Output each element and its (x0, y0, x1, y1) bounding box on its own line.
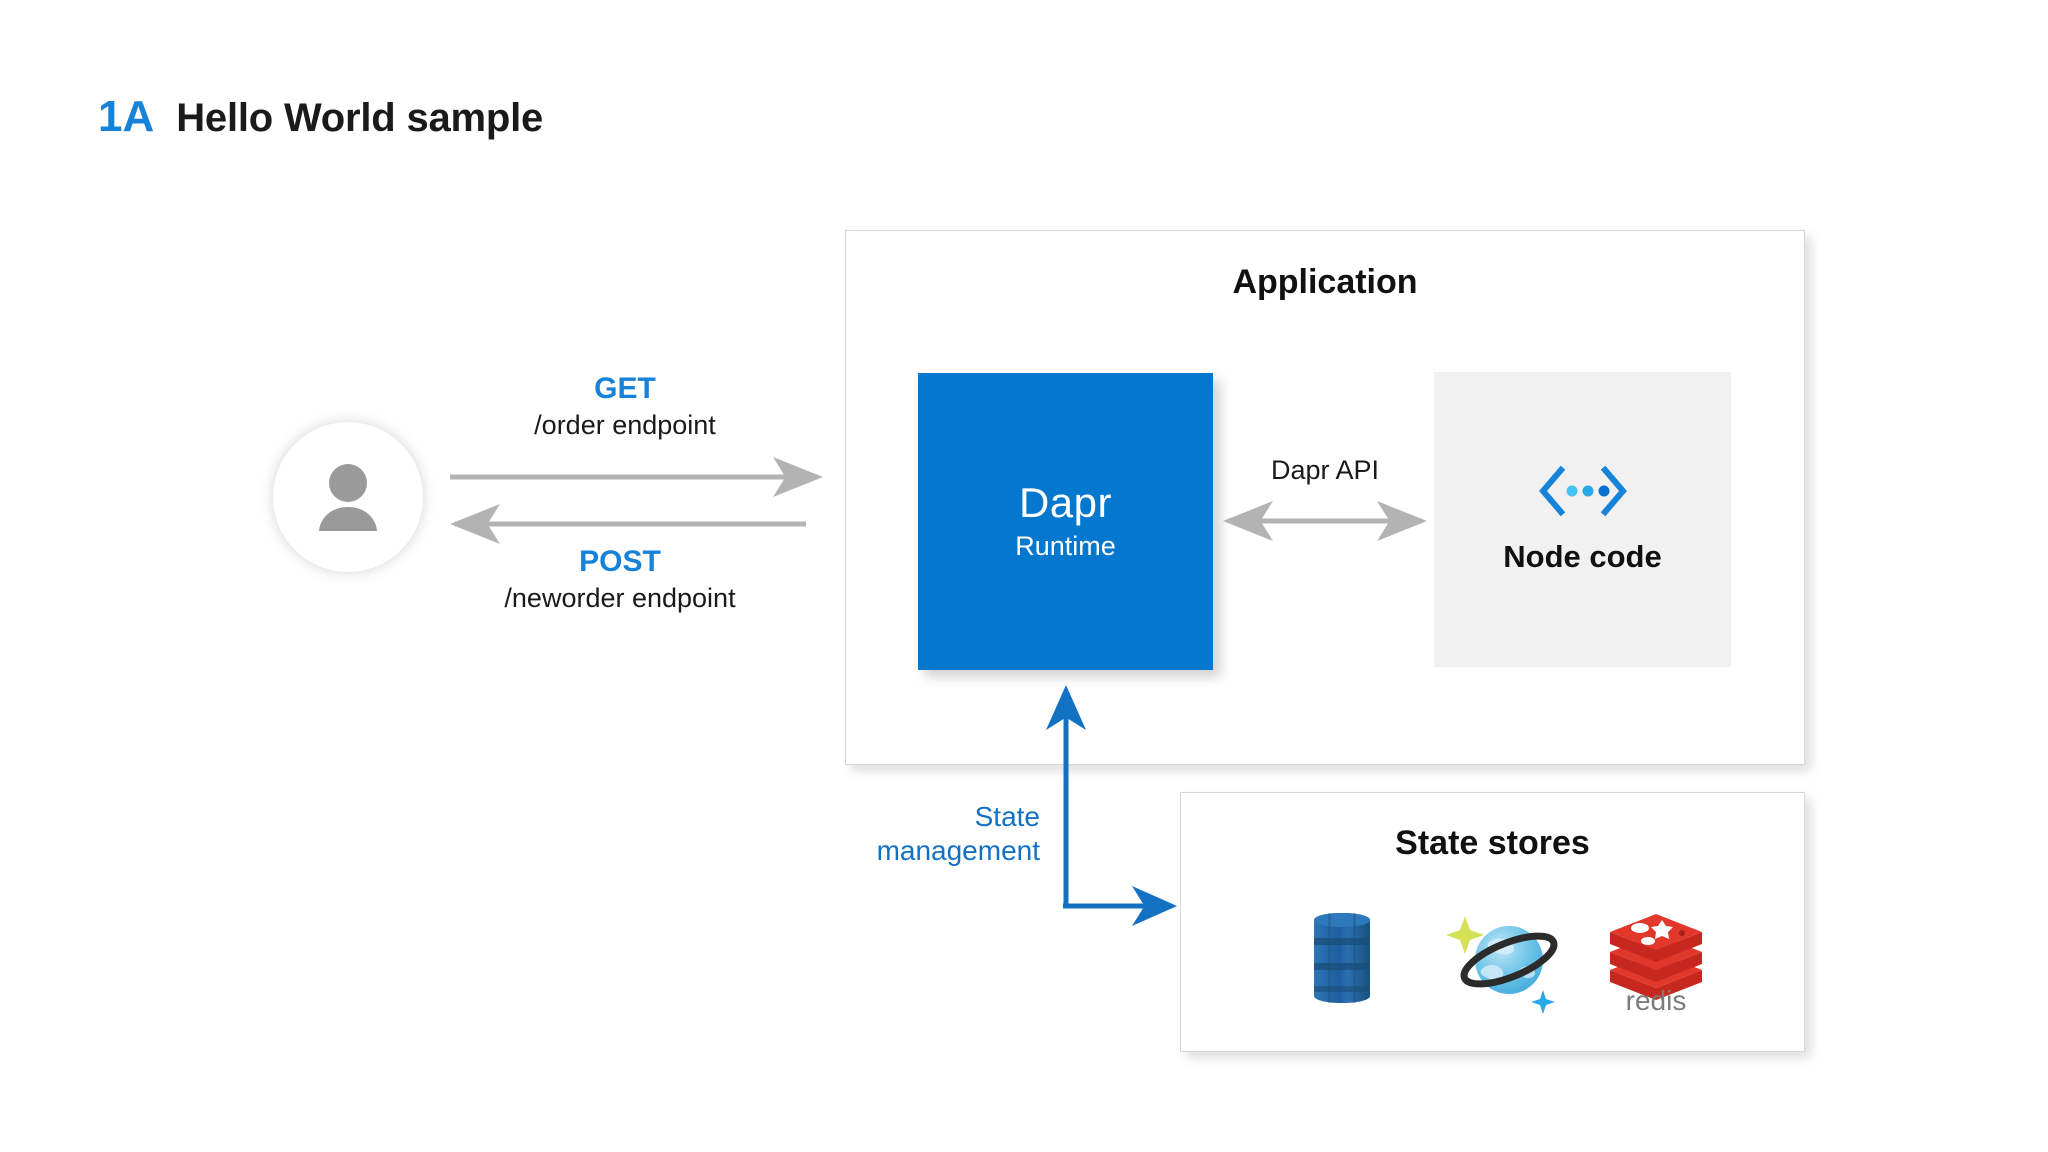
redis-icon: redis (1610, 914, 1702, 1016)
svg-text:redis: redis (1626, 985, 1687, 1016)
dapr-title: Dapr (1018, 478, 1113, 526)
state-store-item (1437, 895, 1567, 1020)
state-management-line2: management (876, 834, 1040, 866)
state-store-item: redis (1591, 893, 1721, 1023)
dapr-api-label: Dapr API (1270, 455, 1380, 485)
node-code-box: Node code (1434, 372, 1731, 667)
get-request-label: GET /order endpoint (450, 370, 800, 443)
get-path: /order endpoint (534, 410, 716, 441)
state-stores-container: State stores (1180, 792, 1805, 1052)
application-title: Application (1232, 263, 1418, 301)
state-management-label: State management (790, 800, 1040, 867)
post-verb: POST (579, 545, 661, 578)
page-title-text: Hello World sample (176, 96, 544, 140)
get-verb: GET (594, 372, 656, 405)
dynamodb-icon (1314, 913, 1370, 1003)
post-request-label: POST /neworder endpoint (440, 543, 800, 616)
node-code-label: Node code (1503, 539, 1662, 574)
state-management-line1: State (974, 801, 1040, 832)
avatar (273, 422, 423, 572)
state-stores-title: State stores (1395, 824, 1590, 862)
page-title-number: 1A (98, 92, 155, 141)
page-title: 1A Hello World sample (98, 92, 543, 142)
dapr-runtime-box: Dapr Runtime (918, 373, 1213, 670)
code-brackets-icon (1537, 464, 1629, 523)
state-store-item (1287, 903, 1397, 1013)
dapr-subtitle: Runtime (1015, 531, 1116, 562)
post-path: /neworder endpoint (504, 583, 736, 614)
cosmosdb-icon (1446, 915, 1558, 1014)
user-icon (319, 464, 377, 531)
